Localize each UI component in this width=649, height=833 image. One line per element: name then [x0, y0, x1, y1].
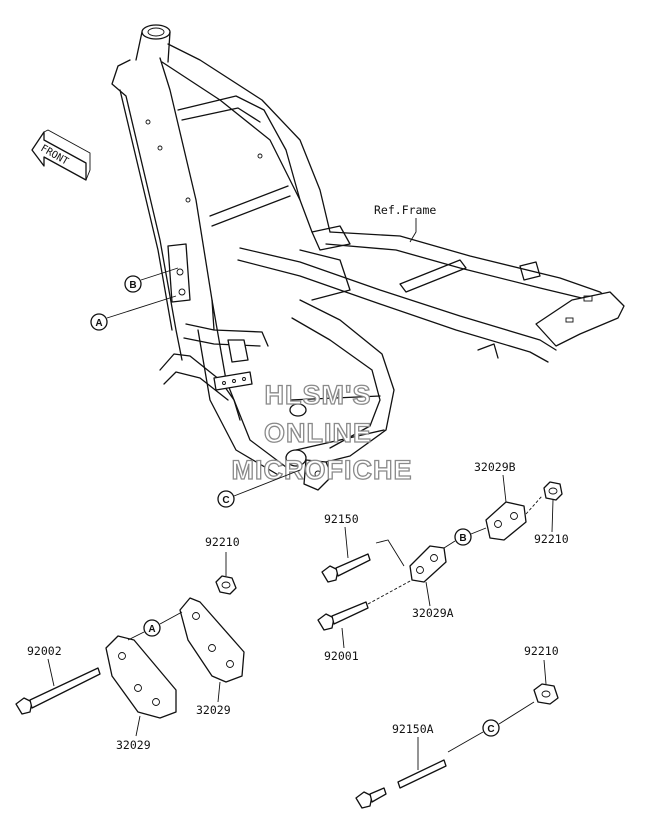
part-92150a-bolt [355, 759, 447, 809]
motorcycle-frame [111, 24, 625, 491]
part-32029a [409, 545, 447, 583]
watermark-line-2: ONLINE [264, 418, 372, 448]
watermark-line-1: HLSM'S [265, 380, 372, 410]
callout-a-parts-label: A [148, 624, 155, 635]
label-92210-mid: 92210 [205, 535, 240, 549]
label-92210-top: 92210 [534, 532, 569, 546]
label-92150: 92150 [324, 512, 359, 526]
label-32029-right: 32029 [196, 703, 231, 717]
part-32029b [485, 501, 527, 541]
callout-b-frame: B [124, 275, 142, 293]
callout-b-parts-label: B [459, 533, 466, 544]
part-92001-bolt [317, 601, 369, 631]
callout-c-parts-label: C [487, 724, 494, 735]
part-92150-bolt [321, 553, 371, 583]
callout-c-frame: C [217, 490, 235, 508]
ref-frame-label: Ref.Frame [374, 203, 436, 217]
callout-b-parts: B [454, 528, 472, 546]
callout-b-frame-label: B [129, 280, 136, 291]
callout-a-frame-label: A [95, 318, 102, 329]
part-32029-right-plate [179, 597, 245, 683]
watermark: HLSM'S ONLINE MICROFICHE [231, 379, 413, 485]
label-32029b: 32029B [474, 460, 516, 474]
label-32029-left: 32029 [116, 738, 151, 752]
part-92002-bolt [15, 667, 101, 715]
front-arrow-icon: FRONT [31, 129, 91, 181]
callout-c-parts: C [482, 719, 500, 737]
label-32029a: 32029A [412, 606, 454, 620]
callout-a-frame: A [90, 313, 108, 331]
part-92210-bottom [533, 683, 559, 705]
label-92150a: 92150A [392, 722, 434, 736]
label-92002: 92002 [27, 644, 62, 658]
watermark-line-3: MICROFICHE [232, 455, 413, 485]
callout-c-frame-label: C [222, 495, 229, 506]
label-92210-bottom: 92210 [524, 644, 559, 658]
part-92210-top [543, 481, 563, 501]
label-92001: 92001 [324, 649, 359, 663]
callout-a-parts: A [143, 619, 161, 637]
part-32029-left-plate [105, 635, 177, 719]
part-92210-mid [215, 575, 237, 595]
